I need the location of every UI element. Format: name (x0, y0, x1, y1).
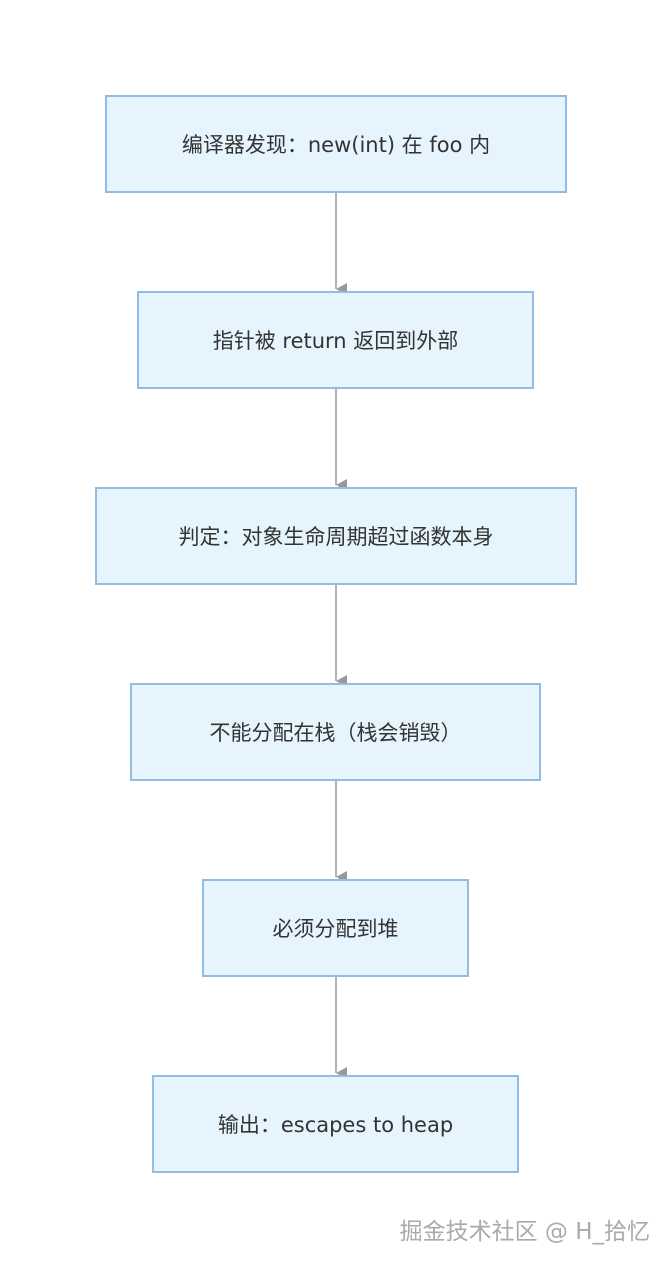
node-label: 判定：对象生命周期超过函数本身 (178, 525, 494, 549)
flow-node-not-on-stack: 不能分配在栈（栈会销毁） (130, 683, 541, 781)
flow-node-compiler-finds-new: 编译器发现：new(int) 在 foo 内 (105, 95, 567, 193)
watermark: 掘金技术社区 @ H_拾忆 (399, 1219, 650, 1245)
flow-node-lifetime-check: 判定：对象生命周期超过函数本身 (95, 487, 577, 585)
flow-node-alloc-heap: 必须分配到堆 (202, 879, 469, 977)
node-label: 不能分配在栈（栈会销毁） (209, 721, 462, 745)
node-label: 编译器发现：new(int) 在 foo 内 (181, 133, 491, 157)
node-label: 必须分配到堆 (272, 917, 399, 941)
node-label: 指针被 return 返回到外部 (212, 329, 459, 353)
flow-node-output-escapes: 输出：escapes to heap (152, 1075, 519, 1173)
node-label: 输出：escapes to heap (217, 1113, 454, 1137)
flow-node-pointer-returned: 指针被 return 返回到外部 (137, 291, 534, 389)
